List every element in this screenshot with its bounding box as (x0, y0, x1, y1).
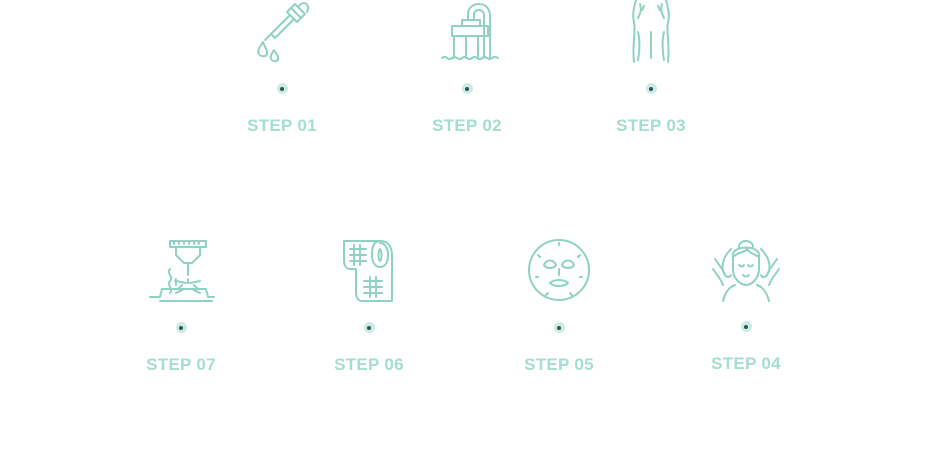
step-02[interactable]: STEP 02 (397, 0, 537, 136)
shower-icon (432, 0, 502, 66)
sheet-mask-roll-icon (334, 235, 404, 305)
step-label: STEP 05 (524, 355, 594, 374)
step-05[interactable]: STEP 05 (489, 235, 629, 375)
laser-device-icon (146, 235, 216, 305)
step-label: STEP 07 (146, 355, 216, 374)
step-07[interactable]: STEP 07 (111, 235, 251, 375)
step-marker-dot (461, 83, 473, 94)
step-label: STEP 04 (711, 354, 781, 373)
step-marker-dot (645, 83, 657, 94)
step-label: STEP 01 (247, 116, 317, 135)
body-back-icon (616, 0, 686, 66)
step-06[interactable]: STEP 06 (299, 235, 439, 375)
step-label: STEP 06 (334, 355, 404, 374)
face-mask-icon (524, 235, 594, 305)
step-marker-dot (276, 83, 288, 94)
step-marker-dot (740, 321, 752, 332)
step-label: STEP 03 (616, 116, 686, 135)
step-01[interactable]: STEP 01 (212, 0, 352, 136)
step-03[interactable]: STEP 03 (581, 0, 721, 136)
step-label: STEP 02 (432, 116, 502, 135)
step-04[interactable]: STEP 04 (676, 235, 816, 374)
step-marker-dot (175, 322, 187, 333)
face-massage-icon (711, 235, 781, 305)
step-marker-dot (553, 322, 565, 333)
dropper-icon (247, 0, 317, 66)
step-marker-dot (363, 322, 375, 333)
